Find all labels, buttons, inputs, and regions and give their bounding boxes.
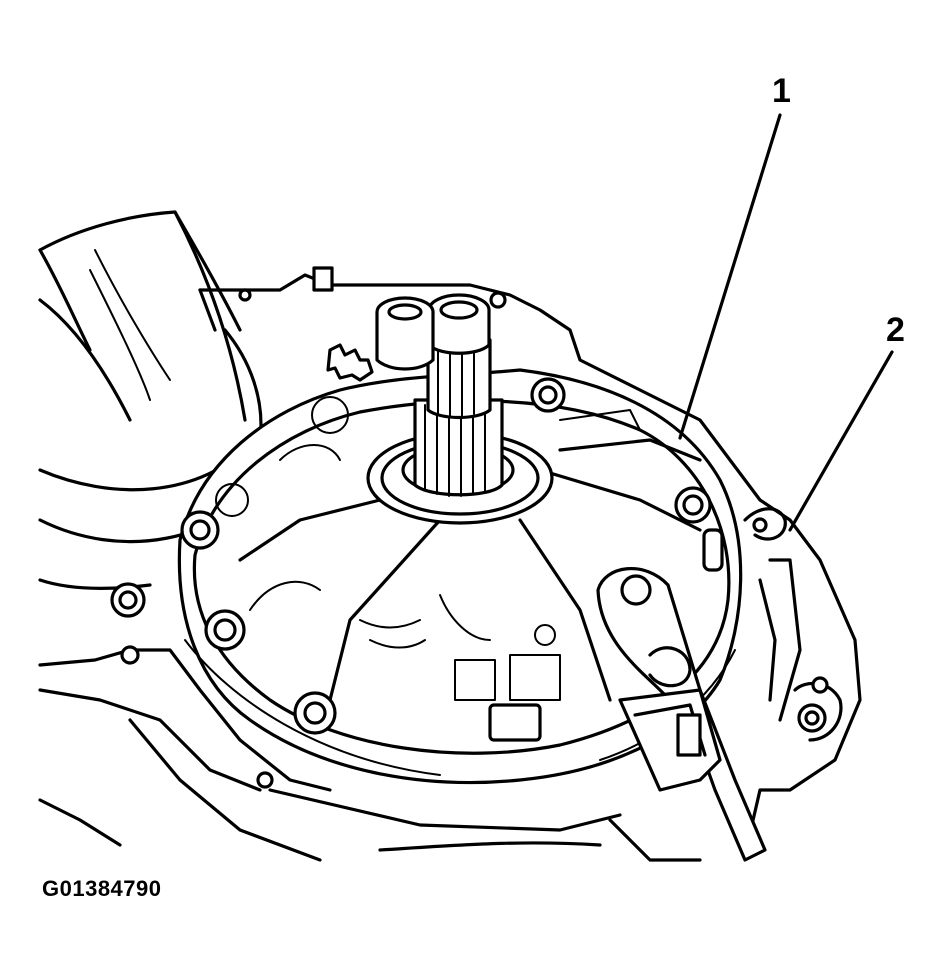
pump-assembly — [110, 293, 827, 785]
input-shaft — [366, 293, 554, 525]
figure-id: G01384790 — [42, 876, 162, 901]
gear-teeth — [326, 343, 374, 382]
leader-line-1 — [678, 113, 782, 440]
pump-bolts — [110, 377, 827, 735]
callout-label-2: 2 — [886, 311, 905, 349]
wrench-tool — [596, 566, 767, 862]
leader-line-2 — [788, 350, 894, 532]
transmission-case — [38, 266, 862, 862]
callout-label-1: 1 — [772, 72, 791, 110]
